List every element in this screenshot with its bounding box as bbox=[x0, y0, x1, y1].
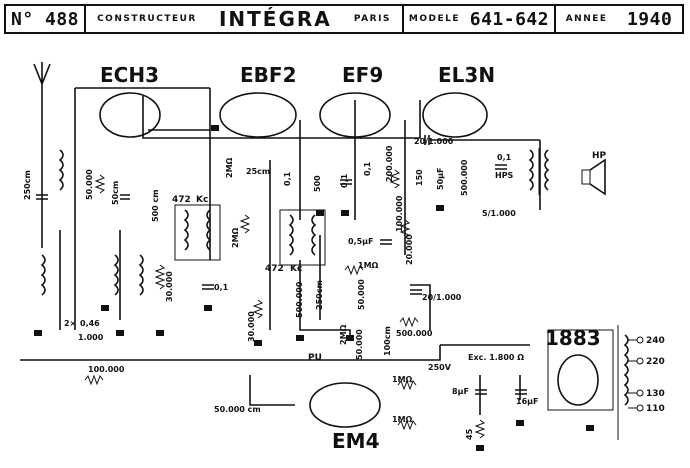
tube-label-1883: 1883 bbox=[545, 326, 601, 350]
capacitors bbox=[36, 135, 527, 395]
label-c8uf: 8μF bbox=[452, 387, 469, 396]
tube-el3n bbox=[422, 92, 488, 138]
label-r150: 150 bbox=[415, 169, 424, 186]
label-v240: 240 bbox=[646, 336, 665, 346]
label-kc472a: 472 bbox=[172, 195, 191, 205]
schematic-header: N° 488 CONSTRUCTEUR INTÉGRA PARIS MODELE… bbox=[4, 4, 684, 34]
tube-label-em4: EM4 bbox=[332, 429, 379, 453]
label-kc-a: Kc bbox=[196, 195, 208, 205]
tube-ef9 bbox=[319, 92, 391, 138]
label-c01d: 0,1 bbox=[497, 153, 512, 162]
brand-city: PARIS bbox=[353, 14, 391, 24]
label-c100cm: 100cm bbox=[383, 326, 392, 356]
label-v110: 110 bbox=[646, 404, 665, 414]
label-c01a: 0,1 bbox=[283, 171, 292, 186]
label-r500000c: 500.000 bbox=[396, 329, 433, 338]
tube-1883 bbox=[557, 354, 599, 406]
label-c1000: 1.000 bbox=[78, 333, 104, 342]
label-c25cm: 25cm bbox=[246, 167, 270, 176]
if-transformer-2 bbox=[279, 209, 326, 266]
label-c50cm: 50cm bbox=[111, 181, 120, 205]
label-r1mo-b: 1MΩ bbox=[392, 375, 413, 384]
tube-em4 bbox=[309, 382, 381, 428]
label-r500000b: 500.000 bbox=[295, 281, 304, 318]
label-r500: 500 bbox=[313, 175, 322, 192]
label-c20-1000b: 20/1.000 bbox=[422, 293, 462, 302]
label-r200000: 200.000 bbox=[385, 145, 394, 182]
label-r100000b: 100.000 bbox=[88, 365, 125, 374]
label-c20-1000: 20/1.000 bbox=[414, 137, 454, 146]
annee-cell: ANNEE 1940 bbox=[556, 6, 682, 32]
label-c2x: 2× bbox=[64, 319, 76, 328]
label-r100000: 100.000 bbox=[395, 195, 404, 232]
tube-label-ef9: EF9 bbox=[342, 63, 383, 87]
label-r1mo: 1MΩ bbox=[358, 261, 379, 270]
sheet-number: N° 488 bbox=[6, 6, 86, 32]
tube-label-ebf2: EBF2 bbox=[240, 63, 296, 87]
tube-ebf2 bbox=[219, 92, 297, 138]
mains-transformer bbox=[547, 325, 629, 440]
brand-name: INTÉGRA bbox=[218, 7, 332, 31]
modele-value: 641-642 bbox=[469, 8, 550, 30]
label-r500000a: 500.000 bbox=[460, 159, 469, 196]
label-r30000b: 30.000 bbox=[247, 311, 256, 342]
tube-ech3 bbox=[99, 92, 161, 138]
label-c500cm: 500 cm bbox=[151, 189, 160, 222]
label-c05uf: 0,5μF bbox=[348, 237, 374, 246]
if-transformer-1 bbox=[174, 204, 221, 261]
annee-value: 1940 bbox=[626, 8, 673, 30]
label-r50000: 50.000 bbox=[85, 169, 94, 200]
ant-coils bbox=[40, 149, 144, 296]
resistors bbox=[84, 169, 486, 439]
label-hp: HP bbox=[592, 151, 607, 161]
loudspeaker-icon bbox=[581, 158, 606, 196]
label-r30000: 30.000 bbox=[165, 271, 174, 302]
label-r50000c: 50.000 bbox=[355, 329, 364, 360]
label-r20000: 20.000 bbox=[405, 234, 414, 265]
label-c01b: 0,1 bbox=[340, 173, 349, 188]
label-c250cm-b: 250cm bbox=[315, 280, 324, 310]
label-c50000cm: 50.000 cm bbox=[214, 405, 261, 414]
label-v250: 250V bbox=[428, 363, 452, 372]
label-c16uf: 16μF bbox=[516, 397, 538, 406]
label-r2mo-c: 2MΩ bbox=[339, 324, 348, 345]
label-r45: 45 bbox=[465, 428, 474, 440]
annee-label: ANNEE bbox=[565, 14, 608, 24]
label-c50uf: 50μF bbox=[436, 168, 445, 190]
label-t5-1000: 5/1.000 bbox=[482, 209, 516, 218]
label-r2mo-b: 2MΩ bbox=[231, 227, 240, 248]
output-transformer bbox=[528, 148, 550, 195]
label-c01e: 0,1 bbox=[214, 283, 229, 292]
constructeur-label: CONSTRUCTEUR bbox=[97, 14, 197, 24]
label-exc: Exc. 1.800 Ω bbox=[468, 353, 524, 362]
label-r2mo-a: 2MΩ bbox=[225, 157, 234, 178]
modele-cell: MODELE 641-642 bbox=[404, 6, 556, 32]
label-hps: HPS bbox=[495, 171, 514, 180]
label-pu: PU bbox=[308, 353, 322, 363]
label-c250cm: 250cm bbox=[23, 170, 32, 200]
tube-label-ech3: ECH3 bbox=[100, 63, 159, 87]
label-v130: 130 bbox=[646, 389, 665, 399]
label-c046: 0,46 bbox=[80, 319, 100, 328]
modele-label: MODELE bbox=[408, 14, 460, 24]
label-v220: 220 bbox=[646, 357, 665, 367]
antenna-symbol bbox=[33, 62, 51, 248]
label-kc-b: Kc bbox=[290, 264, 302, 274]
label-c01c: 0,1 bbox=[363, 161, 372, 176]
label-kc472b: 472 bbox=[265, 264, 284, 274]
wiring bbox=[20, 87, 541, 415]
label-r50000b: 50.000 bbox=[357, 279, 366, 310]
mains-taps bbox=[628, 336, 644, 412]
constructeur-cell: CONSTRUCTEUR INTÉGRA PARIS bbox=[86, 6, 404, 32]
tube-label-el3n: EL3N bbox=[438, 63, 495, 87]
label-r1mo-c: 1MΩ bbox=[392, 415, 413, 424]
